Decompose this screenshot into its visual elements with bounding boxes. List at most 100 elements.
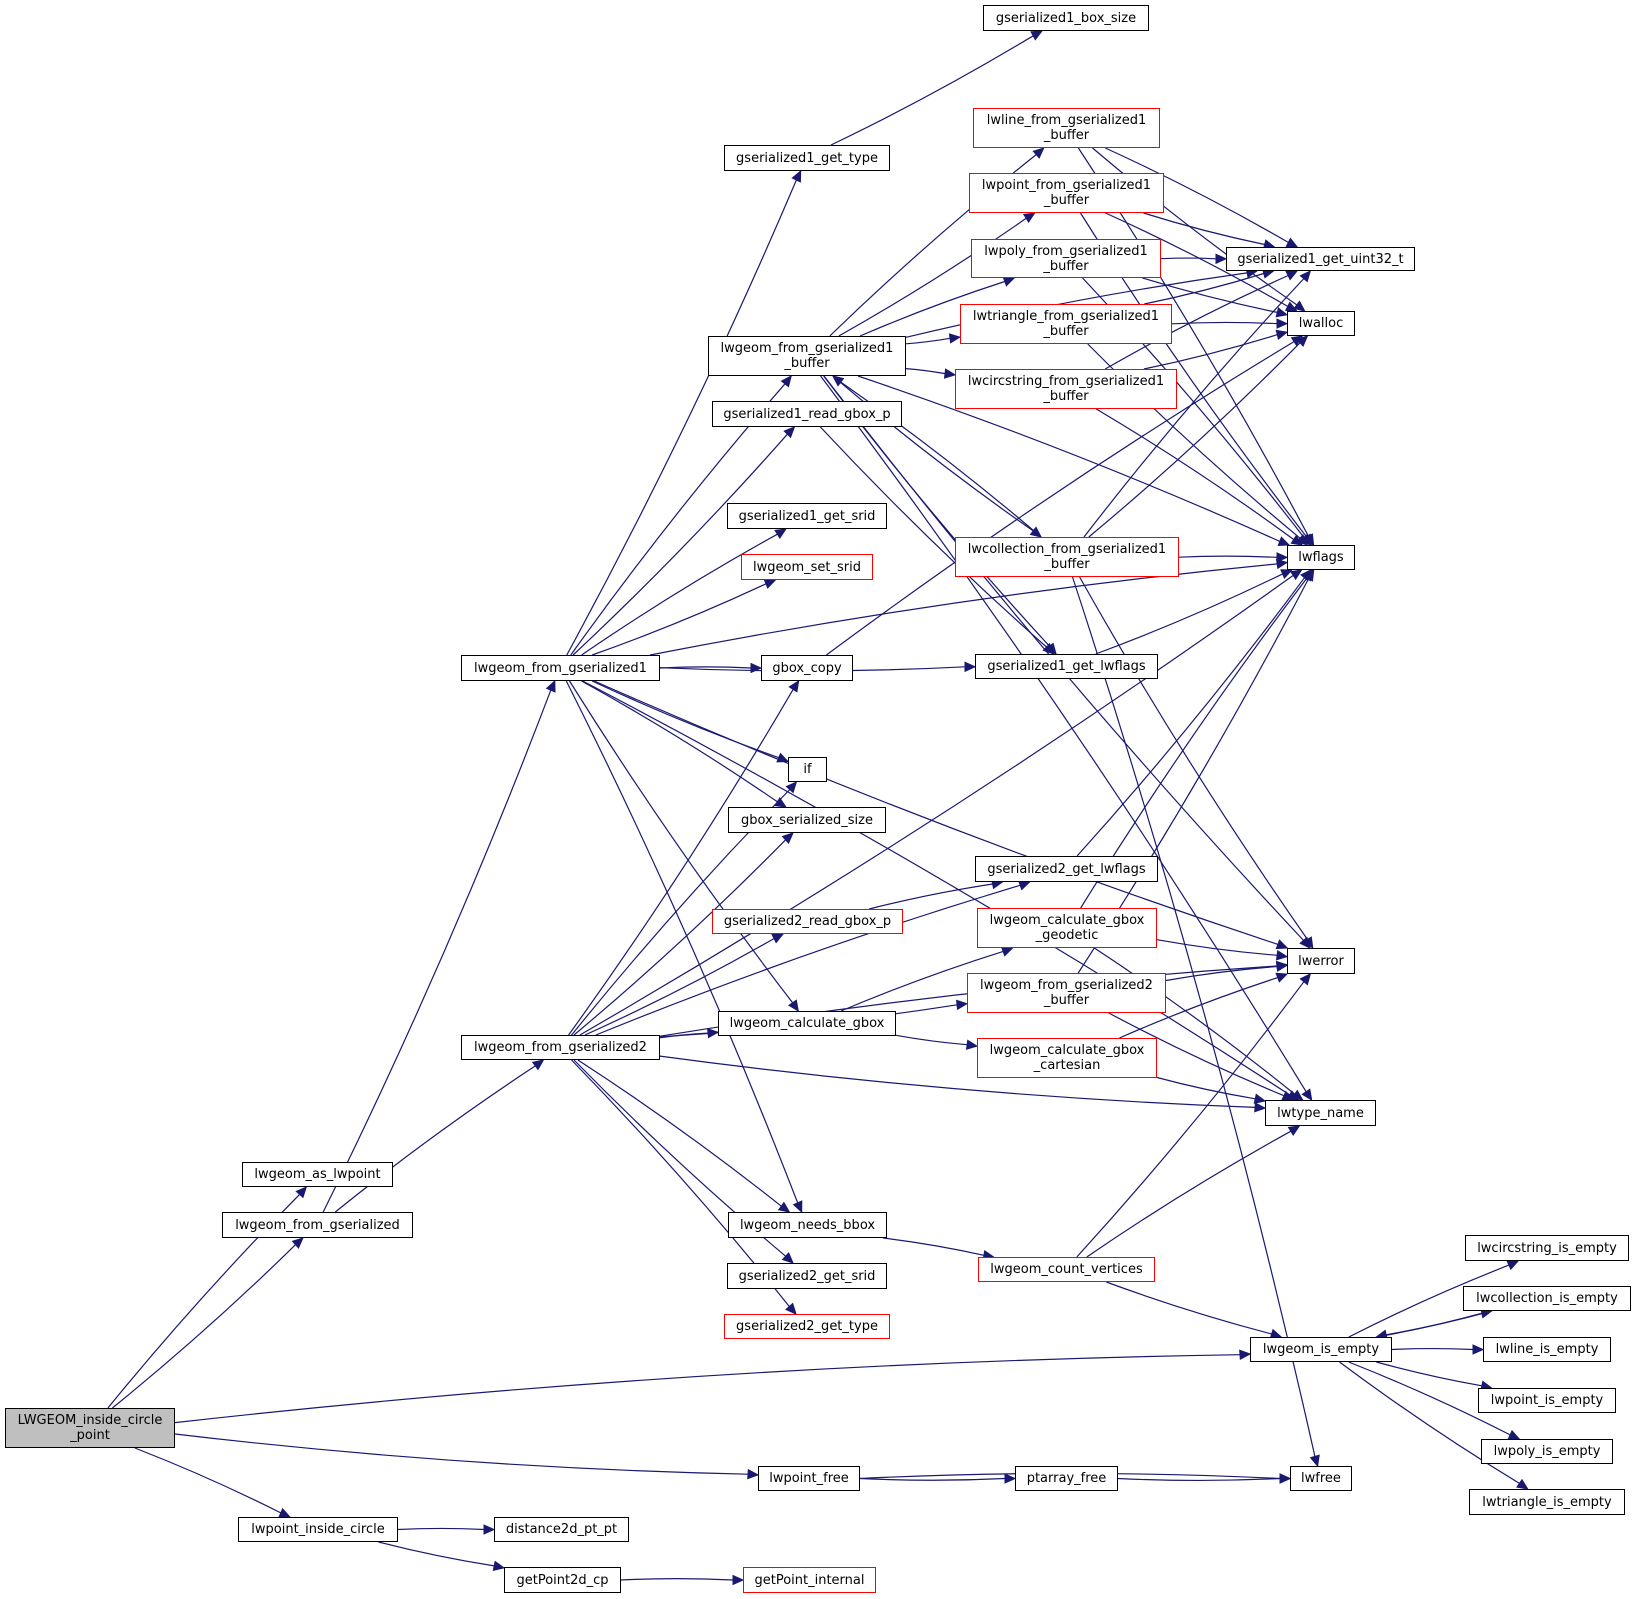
node-lwgeom-from-gserialized[interactable]: lwgeom_from_gserialized (222, 1212, 413, 1238)
edge-lwgeom_calculate_gbox_geodetic-to-lwtype_name (1094, 947, 1295, 1095)
edge-lwgeom_is_empty-to-lwcircstring_is_empty (1348, 1264, 1510, 1338)
node-gserialized2-read-gbox-p[interactable]: gserialized2_read_gbox_p (712, 909, 903, 934)
node-lwcircstring-from-gserialized1-buffer[interactable]: lwcircstring_from_gserialized1 _buffer (955, 369, 1177, 409)
node-lwcircstring-is-empty[interactable]: lwcircstring_is_empty (1465, 1235, 1629, 1261)
edge-lwgeom_from_gserialized1-to-gserialized1_read_gbox_p (572, 433, 788, 656)
node-lwpoint-inside-circle[interactable]: lwpoint_inside_circle (238, 1517, 398, 1542)
edge-lwgeom_from_gserialized1_buffer-to-lwcollection_from_gserialized1_buffer (832, 375, 1034, 532)
edge-lwgeom_from_gserialized1-to-lwgeom_needs_bbox (565, 680, 799, 1204)
node-lwgeom-is-empty[interactable]: lwgeom_is_empty (1250, 1337, 1392, 1362)
arrowhead-icon (1296, 335, 1309, 348)
node-lwgeom-calculate-gbox-cartesian[interactable]: lwgeom_calculate_gbox _cartesian (977, 1038, 1157, 1078)
node-lwgeom-calculate-gbox[interactable]: lwgeom_calculate_gbox (718, 1011, 896, 1036)
arrowhead-icon (278, 1507, 292, 1518)
node-lwline-is-empty[interactable]: lwline_is_empty (1483, 1337, 1611, 1362)
node-lwgeom-from-gserialized2[interactable]: lwgeom_from_gserialized2 (461, 1035, 660, 1060)
arrowhead-icon (492, 1560, 506, 1571)
node-lwpoly-is-empty[interactable]: lwpoly_is_empty (1481, 1439, 1613, 1464)
node-if[interactable]: if (788, 757, 827, 782)
edge-lwgeom_from_gserialized1-to-if (591, 680, 780, 759)
node-lwerror[interactable]: lwerror (1287, 948, 1355, 974)
node-gserialized1-get-srid[interactable]: gserialized1_get_srid (727, 503, 887, 529)
edge-lwgeom_from_gserialized2_buffer-to-lwerror (1165, 965, 1278, 982)
arrowhead-icon (785, 781, 798, 794)
edge-lwgeom_from_gserialized1-to-gbox_serialized_size (581, 680, 778, 803)
node-lwtriangle-is-empty[interactable]: lwtriangle_is_empty (1469, 1489, 1625, 1515)
arrowhead-icon (791, 169, 802, 183)
arrowhead-icon (792, 1200, 803, 1214)
arrowhead-icon (1215, 253, 1228, 265)
arrowhead-icon (1301, 1088, 1313, 1101)
arrowhead-icon (1253, 1093, 1267, 1104)
node-getpoint-internal[interactable]: getPoint_internal (743, 1567, 876, 1593)
node-lwalloc[interactable]: lwalloc (1287, 311, 1355, 336)
node-lwcollection-is-empty[interactable]: lwcollection_is_empty (1463, 1286, 1631, 1311)
arrowhead-icon (545, 679, 556, 693)
arrowhead-icon (483, 1524, 496, 1535)
arrowhead-icon (964, 661, 977, 673)
edge-lwcircstring_from_gserialized1_buffer-to-gserialized1_get_uint32_t (1104, 274, 1289, 370)
node-gserialized2-get-srid[interactable]: gserialized2_get_srid (727, 1263, 887, 1289)
node-gserialized1-get-uint32-t[interactable]: gserialized1_get_uint32_t (1226, 247, 1415, 271)
node-gserialized1-read-gbox-p[interactable]: gserialized1_read_gbox_p (712, 401, 902, 427)
edge-lwgeom_from_gserialized1_buffer-to-lwcircstring_from_gserialized1_buffer (905, 368, 946, 375)
node-lwpoint-free[interactable]: lwpoint_free (758, 1466, 860, 1491)
node-gbox-copy[interactable]: gbox_copy (761, 655, 853, 681)
node-lwgeom-as-lwpoint[interactable]: lwgeom_as_lwpoint (242, 1162, 393, 1187)
arrowhead-icon (1239, 1349, 1252, 1361)
edge-lwgeom_from_gserialized1_buffer-to-lwpoly_from_gserialized1_buffer (859, 280, 1005, 337)
node-lwgeom-from-gserialized1[interactable]: lwgeom_from_gserialized1 (461, 655, 660, 681)
edge-lwgeom_from_gserialized2-to-lwtype_name (659, 1055, 1256, 1108)
edge-lwpoint_from_gserialized1_buffer-to-gserialized1_get_uint32_t (1143, 212, 1265, 246)
node-gserialized2-get-lwflags[interactable]: gserialized2_get_lwflags (975, 856, 1158, 882)
edge-gserialized1_get_type-to-gserialized1_box_size (830, 35, 1034, 146)
arrowhead-icon (1032, 147, 1045, 159)
node-gserialized1-get-type[interactable]: gserialized1_get_type (724, 145, 890, 171)
arrowhead-icon (965, 1039, 979, 1050)
node-lwtriangle-from-gserialized1-buffer[interactable]: lwtriangle_from_gserialized1 _buffer (960, 304, 1172, 344)
node-lwcollection-from-gserialized1-buffer[interactable]: lwcollection_from_gserialized1 _buffer (955, 537, 1179, 577)
arrowhead-icon (780, 375, 792, 388)
edge-lwcollection_from_gserialized1_buffer-to-lwgeom_from_gserialized1_buffer (840, 381, 1042, 538)
node-lwpoint-from-gserialized1-buffer[interactable]: lwpoint_from_gserialized1 _buffer (969, 173, 1164, 213)
node-lwpoly-from-gserialized1-buffer[interactable]: lwpoly_from_gserialized1 _buffer (971, 239, 1161, 278)
edge-lwgeom_calculate_gbox_geodetic-to-lwerror (1156, 939, 1278, 956)
edge-lwpoint_free-to-ptarray_free (859, 1477, 1006, 1481)
node-gserialized1-get-lwflags[interactable]: gserialized1_get_lwflags (975, 654, 1158, 679)
arrowhead-icon (1275, 329, 1289, 340)
arrowhead-icon (1506, 1260, 1520, 1271)
arrowhead-icon (1299, 270, 1312, 283)
node-gserialized1-box-size[interactable]: gserialized1_box_size (983, 5, 1149, 31)
arrowhead-icon (1302, 936, 1314, 950)
arrowhead-icon (1017, 880, 1031, 891)
node-lwgeom-from-gserialized2-buffer[interactable]: lwgeom_from_gserialized2 _buffer (967, 973, 1166, 1013)
node-lwgeom-count-vertices[interactable]: lwgeom_count_vertices (978, 1257, 1155, 1282)
arrowhead-icon (1000, 946, 1014, 957)
node-lwtype-name[interactable]: lwtype_name (1265, 1100, 1376, 1126)
node-gbox-serialized-size[interactable]: gbox_serialized_size (728, 807, 886, 833)
node-ptarray-free[interactable]: ptarray_free (1015, 1466, 1118, 1491)
node-distance2d-pt-pt[interactable]: distance2d_pt_pt (494, 1517, 629, 1542)
edge-lwgeom_is_empty-to-lwline_is_empty (1391, 1347, 1474, 1351)
arrowhead-icon (763, 579, 777, 589)
edge-lwline_from_gserialized1_buffer-to-lwalloc (1092, 147, 1298, 306)
node-lwfree[interactable]: lwfree (1290, 1466, 1352, 1491)
arrowhead-icon (781, 832, 794, 845)
edge-ptarray_free-to-lwfree (1117, 1477, 1281, 1482)
edge-lwgeom_from_gserialized1-to-gserialized1_get_srid (581, 533, 778, 656)
node-lwgeom-calculate-gbox-geodetic[interactable]: lwgeom_calculate_gbox _geodetic (977, 908, 1157, 948)
edge-lwgeom_from_gserialized1-to-lwtype_name (582, 680, 1291, 1096)
arrowhead-icon (1275, 558, 1289, 570)
node-getpoint2d-cp[interactable]: getPoint2d_cp (504, 1567, 621, 1593)
node-lwflags[interactable]: lwflags (1287, 545, 1355, 570)
node-lwgeom-needs-bbox[interactable]: lwgeom_needs_bbox (728, 1212, 887, 1238)
arrowhead-icon (943, 368, 957, 379)
arrowhead-icon (1303, 568, 1315, 582)
node-lwgeom-set-srid[interactable]: lwgeom_set_srid (741, 554, 873, 580)
node-lwline-from-gserialized1-buffer[interactable]: lwline_from_gserialized1 _buffer (973, 108, 1160, 148)
node-gserialized2-get-type[interactable]: gserialized2_get_type (724, 1314, 890, 1339)
arrowhead-icon (1254, 1102, 1267, 1113)
node-lwgeom-from-gserialized1-buffer[interactable]: lwgeom_from_gserialized1 _buffer (708, 336, 906, 376)
node-lwpoint-is-empty[interactable]: lwpoint_is_empty (1478, 1388, 1616, 1413)
arrowhead-icon (1296, 533, 1309, 546)
